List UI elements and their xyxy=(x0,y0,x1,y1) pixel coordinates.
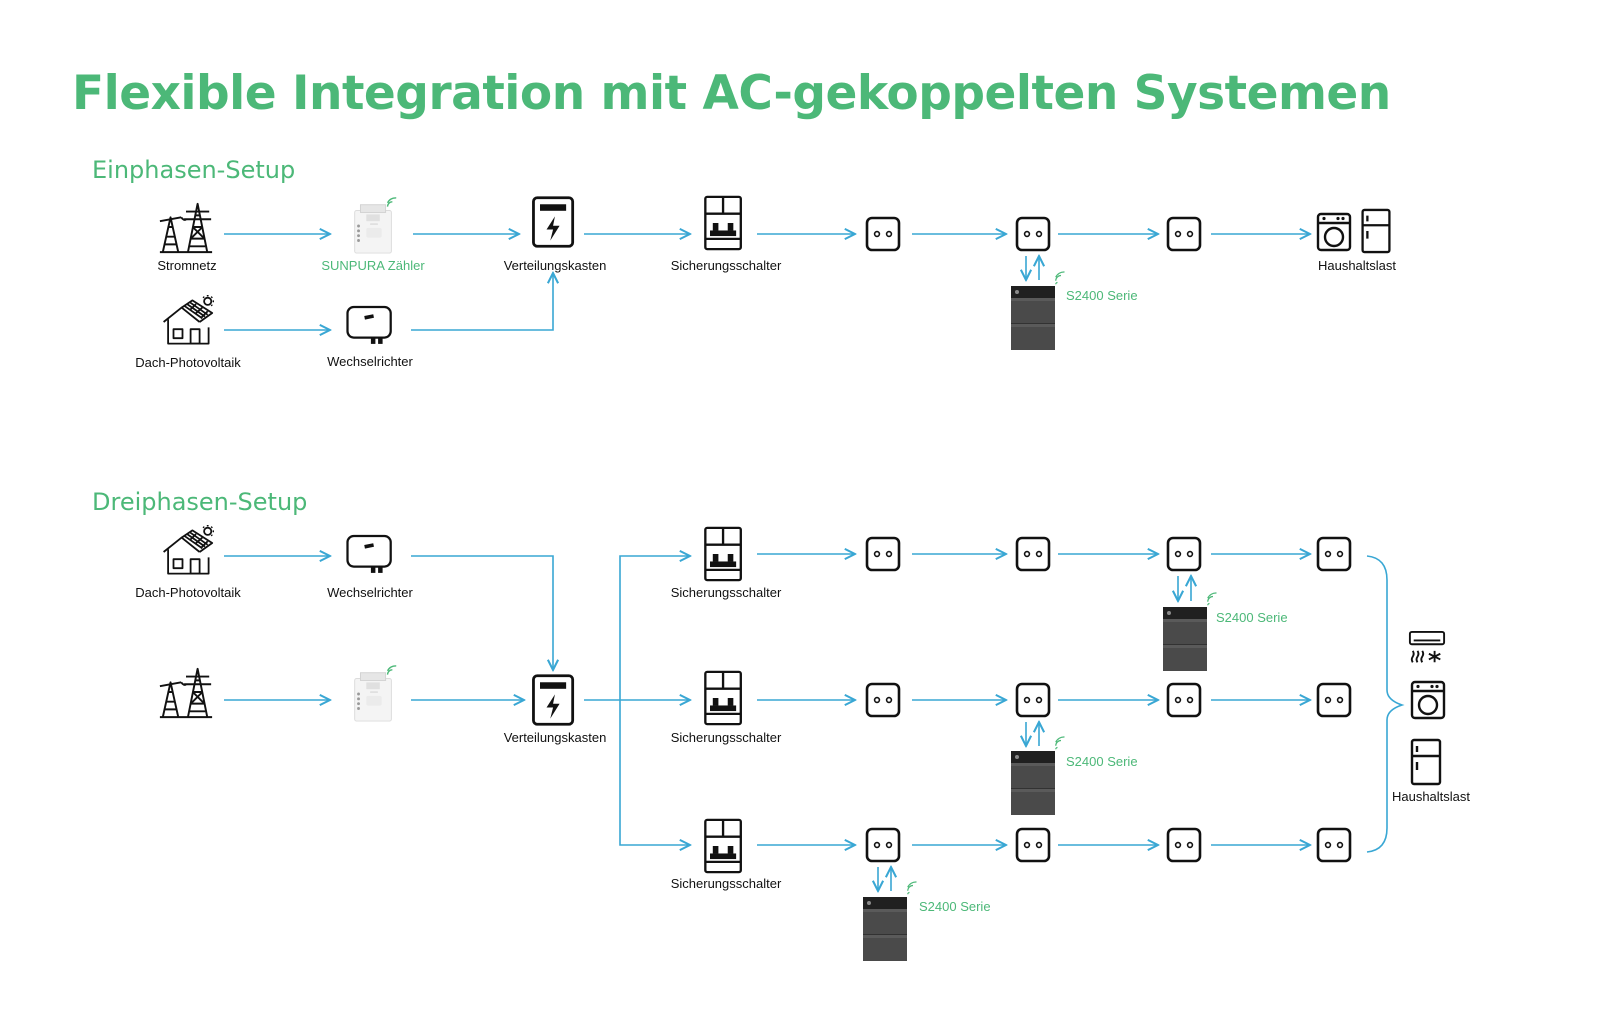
grid-label: Stromnetz xyxy=(157,258,216,273)
inverter-label: Wechselrichter xyxy=(327,354,413,369)
outlet-icon xyxy=(1166,216,1202,252)
wifi-icon xyxy=(1207,592,1218,606)
breaker-label-3: Sicherungsschalter xyxy=(671,876,782,891)
washing-machine-icon xyxy=(1410,680,1446,720)
load-label: Haushaltslast xyxy=(1392,789,1470,804)
outlet-icon xyxy=(1316,536,1352,572)
page-title: Flexible Integration mit AC-gekoppelten … xyxy=(72,66,1391,121)
pv-label: Dach-Photovoltaik xyxy=(135,355,241,370)
breaker-label: Sicherungsschalter xyxy=(671,258,782,273)
outlet-icon xyxy=(865,682,901,718)
battery-icon xyxy=(1010,750,1056,816)
outlet-icon xyxy=(1316,827,1352,863)
outlet-icon xyxy=(1166,682,1202,718)
inverter-icon xyxy=(345,534,393,575)
distribution-box-icon xyxy=(532,196,575,248)
circuit-breaker-icon xyxy=(704,195,742,251)
washing-machine-icon xyxy=(1316,212,1352,252)
battery-label-1: S2400 Serie xyxy=(1216,610,1288,625)
outlet-icon xyxy=(1015,682,1051,718)
outlet-icon xyxy=(1316,682,1352,718)
battery-icon xyxy=(1010,285,1056,351)
fridge-icon xyxy=(1410,738,1442,786)
single-phase-heading: Einphasen-Setup xyxy=(92,156,296,184)
circuit-breaker-icon xyxy=(704,670,742,726)
power-tower-icon xyxy=(158,667,214,719)
power-tower-icon xyxy=(158,202,214,254)
battery-label: S2400 Serie xyxy=(1066,288,1138,303)
battery-icon xyxy=(862,896,908,962)
outlet-icon xyxy=(1166,827,1202,863)
house-solar-icon xyxy=(162,524,215,575)
meter-icon xyxy=(353,197,397,254)
single-phase-arrows xyxy=(224,234,1310,330)
three-phase-arrows xyxy=(224,554,1405,891)
meter-label: SUNPURA Zähler xyxy=(321,258,425,273)
battery-label-3: S2400 Serie xyxy=(919,899,991,914)
outlet-icon xyxy=(865,827,901,863)
outlet-icon xyxy=(865,216,901,252)
outlet-icon xyxy=(1015,827,1051,863)
three-phase-diagram: Dach-Photovoltaik Wechselrichter Verteil… xyxy=(135,524,1470,962)
meter-icon xyxy=(353,665,397,722)
outlet-icon xyxy=(1015,216,1051,252)
wifi-icon xyxy=(907,881,918,895)
inverter-label: Wechselrichter xyxy=(327,585,413,600)
distribution-label: Verteilungskasten xyxy=(504,258,607,273)
circuit-breaker-icon xyxy=(704,526,742,582)
distribution-box-icon xyxy=(532,674,575,726)
battery-icon xyxy=(1162,606,1208,672)
distribution-label: Verteilungskasten xyxy=(504,730,607,745)
outlet-icon xyxy=(1166,536,1202,572)
single-phase-diagram: Stromnetz SUNPURA Zähler Verteilungskast… xyxy=(135,195,1396,370)
three-phase-heading: Dreiphasen-Setup xyxy=(92,488,308,516)
inverter-icon xyxy=(345,305,393,346)
outlet-icon xyxy=(1015,536,1051,572)
breaker-label-1: Sicherungsschalter xyxy=(671,585,782,600)
battery-label-2: S2400 Serie xyxy=(1066,754,1138,769)
load-label: Haushaltslast xyxy=(1318,258,1396,273)
fridge-icon xyxy=(1361,208,1391,254)
wifi-icon xyxy=(1055,271,1066,285)
air-conditioner-icon xyxy=(1408,630,1446,664)
breaker-label-2: Sicherungsschalter xyxy=(671,730,782,745)
pv-label: Dach-Photovoltaik xyxy=(135,585,241,600)
house-solar-icon xyxy=(162,294,215,345)
circuit-breaker-icon xyxy=(704,818,742,874)
wifi-icon xyxy=(1055,736,1066,750)
outlet-icon xyxy=(865,536,901,572)
